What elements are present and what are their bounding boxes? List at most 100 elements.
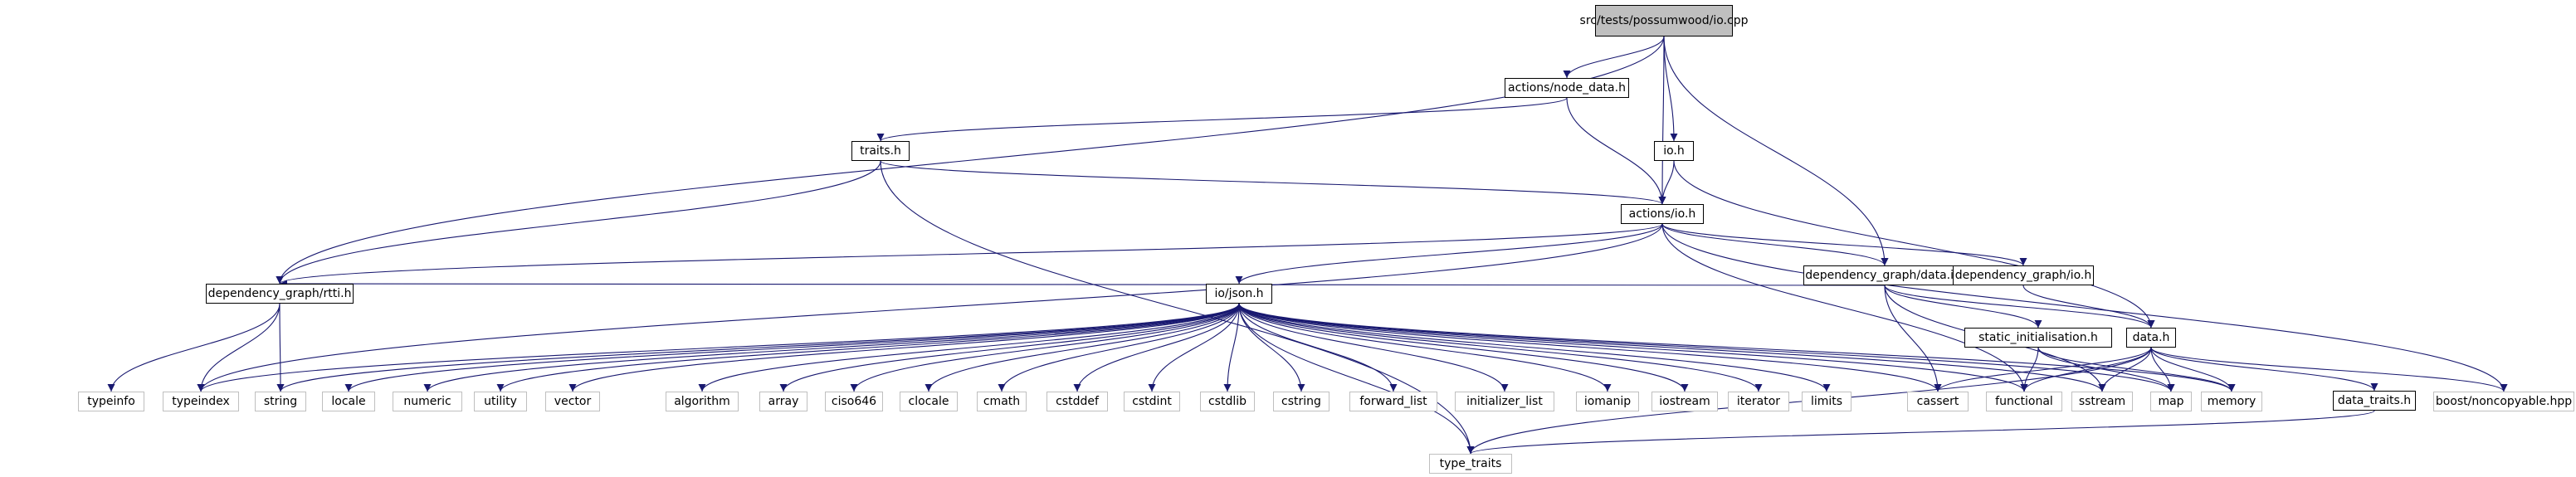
edge-node_data-to-actions_io <box>1566 97 1666 205</box>
graph-node-dg-data-inl[interactable]: dependency_graph/data.inl <box>1803 265 1966 285</box>
edge-io_json-to-vector <box>568 303 1240 392</box>
graph-node-node-data[interactable]: actions/node_data.h <box>1505 78 1629 98</box>
graph-node-ciso646: ciso646 <box>825 392 883 411</box>
node-label: dependency_graph/rtti.h <box>207 286 352 300</box>
graph-node-dg-io[interactable]: dependency_graph/io.h <box>1953 265 2094 285</box>
edge-dg_data_inl-to-static_init <box>1884 285 2042 329</box>
edge-data_h-to-data_traits <box>2150 347 2378 392</box>
graph-node-root: src/tests/possumwood/io.cpp <box>1580 5 1748 37</box>
node-label: static_initialisation.h <box>1978 330 2098 344</box>
edge-io_json-to-typeindex <box>197 303 1240 392</box>
edge-io_json-to-locale <box>344 303 1240 392</box>
node-label: sstream <box>2078 394 2126 408</box>
graph-node-vector: vector <box>545 392 600 411</box>
edge-io_json-to-map <box>1238 303 2175 392</box>
edge-io_json-to-iterator <box>1238 303 1763 392</box>
graph-node-functional: functional <box>1986 392 2062 411</box>
graph-node-initializer-list: initializer_list <box>1455 392 1554 411</box>
edge-rtti-to-string <box>276 303 285 392</box>
graph-node-limits: limits <box>1802 392 1852 411</box>
graph-node-forward-list: forward_list <box>1349 392 1437 411</box>
edge-io_json-to-limits <box>1238 303 1831 392</box>
node-label: iostream <box>1659 394 1710 408</box>
node-label: cstring <box>1281 394 1321 408</box>
node-label: utility <box>484 394 517 408</box>
node-label: io.h <box>1663 144 1685 158</box>
graph-node-rtti[interactable]: dependency_graph/rtti.h <box>206 284 354 304</box>
edge-io_h-to-data_h <box>1673 160 2155 329</box>
node-label: map <box>2158 394 2184 408</box>
node-label: iomanip <box>1583 394 1632 408</box>
graph-node-array: array <box>759 392 807 411</box>
node-label: array <box>768 394 799 408</box>
edge-rtti-to-typeinfo <box>107 303 281 392</box>
edge-data_h-to-functional <box>2020 347 2152 392</box>
edge-io_json-to-cstddef <box>1073 303 1240 392</box>
graph-node-clocale: clocale <box>900 392 958 411</box>
edge-root-to-actions_io <box>1658 36 1666 205</box>
edge-io_json-to-type_traits <box>1238 303 1475 455</box>
node-label: functional <box>1995 394 2053 408</box>
graph-node-memory: memory <box>2201 392 2262 411</box>
node-label: actions/node_data.h <box>1508 80 1626 95</box>
node-label: initializer_list <box>1466 394 1543 408</box>
edge-dg_data_inl-to-data_h <box>1884 285 2155 329</box>
graph-node-data-h[interactable]: data.h <box>2126 328 2176 348</box>
graph-node-typeindex: typeindex <box>163 392 239 411</box>
node-label: actions/io.h <box>1628 207 1696 221</box>
edge-dg_data_inl-to-rtti <box>279 280 1886 288</box>
graph-node-traits[interactable]: traits.h <box>851 141 910 161</box>
graph-node-cstdint: cstdint <box>1124 392 1180 411</box>
edge-dg_io-to-data_h <box>2022 285 2155 329</box>
graph-node-actions-io[interactable]: actions/io.h <box>1621 204 1704 224</box>
graph-node-cstdlib: cstdlib <box>1200 392 1255 411</box>
graph-node-cassert: cassert <box>1907 392 1969 411</box>
graph-node-sstream: sstream <box>2071 392 2133 411</box>
edge-root-to-io_h <box>1663 36 1678 142</box>
graph-node-static-initialisation[interactable]: static_initialisation.h <box>1964 328 2112 348</box>
graph-node-io-h[interactable]: io.h <box>1654 141 1694 161</box>
edge-io_h-to-actions_io <box>1658 160 1675 205</box>
graph-node-algorithm: algorithm <box>666 392 739 411</box>
node-label: string <box>263 394 298 408</box>
edge-node_data-to-traits <box>876 97 1568 142</box>
node-label: data.h <box>2132 330 2170 344</box>
graph-node-string: string <box>255 392 306 411</box>
edge-rtti-to-typeindex <box>197 303 281 392</box>
edge-root-to-dg_data_inl <box>1663 36 1889 266</box>
graph-node-type-traits: type_traits <box>1429 454 1512 474</box>
edge-io_json-to-cassert <box>1238 303 1942 392</box>
node-label: type_traits <box>1439 456 1502 470</box>
edge-io_json-to-iomanip <box>1238 303 1612 392</box>
edge-io_json-to-algorithm <box>698 303 1240 392</box>
graph-node-locale: locale <box>322 392 375 411</box>
edge-io_json-to-sstream <box>1238 303 2106 392</box>
node-label: dependency_graph/data.inl <box>1805 268 1964 282</box>
edge-data_h-to-memory <box>2150 347 2236 392</box>
node-label: data_traits.h <box>2337 393 2412 407</box>
edge-io_json-to-numeric <box>423 303 1240 392</box>
graph-node-io-json[interactable]: io/json.h <box>1206 284 1272 304</box>
edge-root-to-node_data <box>1563 36 1665 79</box>
edge-io_json-to-array <box>779 303 1240 392</box>
node-label: traits.h <box>860 144 901 158</box>
graph-node-map: map <box>2150 392 2192 411</box>
graph-node-iterator: iterator <box>1728 392 1789 411</box>
node-label: typeindex <box>172 394 230 408</box>
edge-traits-to-rtti <box>276 160 881 285</box>
node-label: forward_list <box>1359 394 1427 408</box>
edge-actions_io-to-boost_noncopyable <box>1661 223 2508 392</box>
edge-data_h-to-cassert <box>1934 347 2152 392</box>
edge-io_json-to-functional <box>1238 303 2028 392</box>
node-label: cmath <box>983 394 1021 408</box>
node-label: algorithm <box>674 394 730 408</box>
node-label: vector <box>554 394 592 408</box>
node-label: memory <box>2207 394 2256 408</box>
node-label: src/tests/possumwood/io.cpp <box>1579 13 1749 27</box>
node-label: locale <box>331 394 366 408</box>
graph-node-utility: utility <box>474 392 527 411</box>
graph-node-data-traits[interactable]: data_traits.h <box>2333 391 2416 411</box>
edge-actions_io-to-typeindex <box>197 223 1663 392</box>
node-label: limits <box>1810 394 1843 408</box>
